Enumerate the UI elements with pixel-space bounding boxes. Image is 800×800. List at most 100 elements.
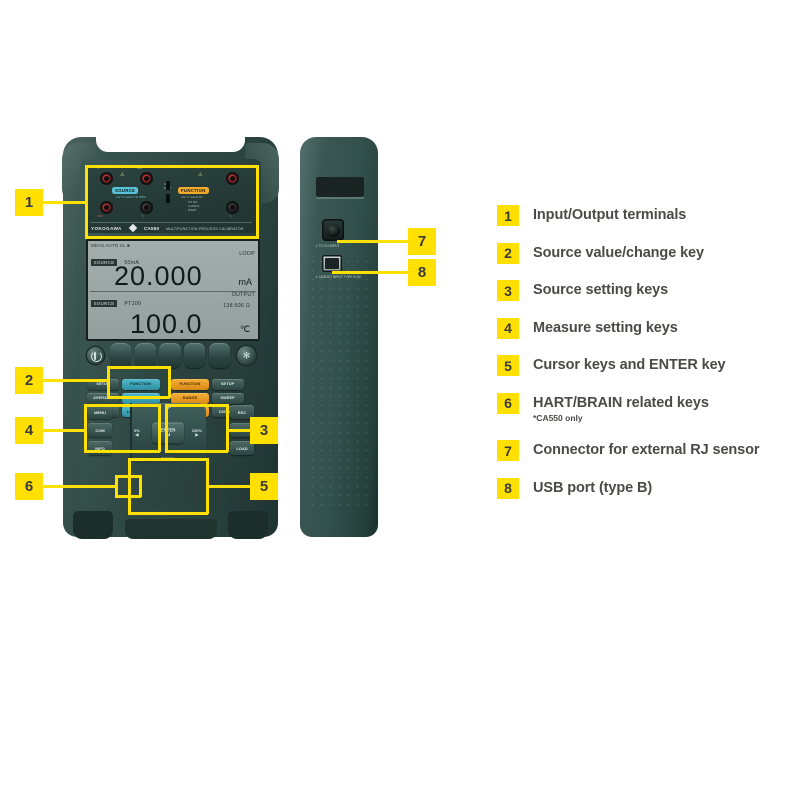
- legend-text-7: Connector for external RJ sensor: [533, 442, 760, 458]
- legend-text-3: Source setting keys: [533, 282, 669, 299]
- callout-4-box-left: [84, 404, 87, 452]
- legend-item-3: 3 Source setting keys: [497, 280, 797, 302]
- terminal-jack-source-low[interactable]: [100, 201, 113, 214]
- terminal-jack-measure-plus[interactable]: [226, 172, 239, 185]
- hart-brain-keys[interactable]: MENU COM INFO: [88, 405, 112, 455]
- input-output-terminal-panel[interactable]: SOURCE FUNCTION ⚠ ⚠ V mA 24V ⌊ 30VMAX TC…: [86, 165, 256, 233]
- terminal-jack-source-com[interactable]: [140, 201, 153, 214]
- lcd-top-right: LOOP: [239, 251, 255, 257]
- terminal-note-low: 24V: [97, 214, 103, 218]
- terminal-jack-measure-com[interactable]: [226, 201, 239, 214]
- legend-text-6: HART/BRAIN related keys *CA550 only: [533, 393, 709, 423]
- lcd-main-unit: mA: [238, 277, 253, 287]
- callout-5-box-bottom: [128, 512, 208, 515]
- cursor-key-up[interactable]: UP: [165, 404, 171, 410]
- legend-num-8: 8: [497, 477, 519, 499]
- callout-3-box-top: [165, 404, 228, 407]
- legend-text-6-main: HART/BRAIN related keys: [533, 394, 709, 411]
- lcd-display: MEAS AUTO CL ■ SOURCE 50mA LOOP 20.000 m…: [86, 239, 260, 341]
- model-name: CA550: [144, 226, 160, 231]
- terminal-jack-source-ma-plus[interactable]: [140, 172, 153, 185]
- callout-7: 7: [408, 228, 436, 255]
- callout-5-box-left: [128, 458, 131, 514]
- warning-triangle-icon-right: ⚠: [198, 172, 203, 178]
- cursor-pad[interactable]: UP DOWN 0%◀ 100%▶ ENTER ↵: [130, 403, 206, 463]
- usb-type-b-port[interactable]: [322, 255, 342, 272]
- callout-2-leader: [43, 379, 109, 382]
- key-info[interactable]: INFO: [88, 441, 112, 455]
- enter-key-label: ENTER: [160, 427, 176, 433]
- backlight-button[interactable]: ✻: [237, 346, 256, 365]
- lcd-source-row: SOURCE 50mA LOOP: [91, 251, 255, 266]
- callout-1-bracket: [85, 165, 88, 239]
- key-menu[interactable]: MENU: [88, 405, 112, 419]
- terminal-note-v: V: [97, 166, 100, 170]
- key-load[interactable]: LOAD: [230, 441, 254, 455]
- legend-item-2: 2 Source value/change key: [497, 242, 797, 264]
- key-sweep[interactable]: SWEEP: [211, 392, 244, 404]
- callout-4-leader: [43, 429, 86, 432]
- rj-sensor-connector[interactable]: [322, 219, 344, 241]
- legend-text-1: Input/Output terminals: [533, 207, 687, 223]
- legend-num-4: 4: [497, 317, 519, 339]
- terminal-note-measure-com: ⌊: [230, 214, 232, 218]
- navigation-zone: MENU COM INFO UP DOWN 0%◀ 100%▶ ENTER ↵ …: [86, 403, 256, 465]
- legend-item-4: 4 Measure setting keys: [497, 317, 797, 339]
- lcd-second-right: OUTPUT: [231, 292, 255, 298]
- key-source-function[interactable]: FUNCTION: [171, 379, 209, 390]
- legend-num-3: 3: [497, 280, 519, 302]
- cursor-key-left[interactable]: 0%◀: [134, 427, 140, 437]
- key-measure-function[interactable]: FUNCTION: [121, 379, 160, 390]
- key-measure-setup[interactable]: SETUP: [87, 379, 119, 390]
- soft-key-2[interactable]: [134, 343, 156, 368]
- soft-key-3[interactable]: [159, 343, 181, 368]
- soft-key-4[interactable]: [184, 343, 206, 368]
- callout-6-leader: [43, 485, 117, 488]
- callout-3: 3: [250, 417, 278, 444]
- callout-4-box-top: [84, 404, 160, 407]
- power-button[interactable]: [87, 347, 104, 364]
- legend-text-5: Cursor keys and ENTER key: [533, 357, 726, 374]
- key-esc[interactable]: ESC: [230, 405, 254, 419]
- side-strap-slot: [316, 177, 364, 197]
- foot-left: [73, 511, 113, 539]
- callout-6-box-left: [115, 475, 118, 497]
- legend-num-7: 7: [497, 440, 519, 461]
- enter-key[interactable]: ENTER ↵: [152, 422, 184, 444]
- brand-logo: YOKOGAWA: [91, 226, 122, 231]
- soft-key-1[interactable]: [110, 343, 132, 368]
- key-source-range[interactable]: RANGE: [171, 392, 209, 404]
- cursor-key-right[interactable]: 100%▶: [191, 427, 202, 437]
- callout-1: 1: [15, 189, 43, 216]
- foot-right: [228, 511, 268, 539]
- soft-key-row[interactable]: [110, 343, 230, 368]
- key-source-setup[interactable]: SETUP: [211, 379, 244, 390]
- soft-key-5[interactable]: [208, 343, 230, 368]
- terminal-brand-divider: [90, 222, 252, 231]
- lcd-second-range: PT100: [124, 301, 142, 307]
- lcd-main-value: 20.000: [114, 261, 203, 291]
- terminal-jack-source-v-plus[interactable]: [100, 172, 113, 185]
- key-com[interactable]: COM: [88, 423, 112, 437]
- lcd-background: [88, 241, 258, 339]
- lcd-divider: [90, 291, 256, 292]
- legend-text-6-note: *CA550 only: [533, 412, 583, 423]
- callout-1-leader: [43, 201, 85, 204]
- callout-3-box-bottom: [165, 450, 228, 453]
- legend-text-8: USB port (type B): [533, 479, 653, 496]
- usb-port-label: ⚠ USB DC INPUT TYPE B 5V: [315, 275, 361, 279]
- callout-2-box-left: [107, 366, 110, 398]
- model-description: MULTIFUNCTION PROCESS CALIBRATOR: [166, 226, 244, 231]
- side-body: [300, 137, 378, 537]
- terminal-note-ma: mA: [137, 166, 142, 170]
- lcd-ohm-value: 138.506 Ω: [223, 303, 250, 309]
- callout-4: 4: [15, 417, 43, 444]
- terminal-slot-pair: [166, 181, 170, 207]
- callout-1-box-top: [85, 165, 258, 168]
- key-measure-average[interactable]: AVERAGE: [87, 392, 119, 404]
- callout-5-leader: [208, 485, 252, 488]
- rj-connector-label: ⚠ TC RJ INPUT: [315, 244, 340, 248]
- lcd-source-range: 50mA: [124, 260, 140, 266]
- calibrator-front-view: SOURCE FUNCTION ⚠ ⚠ V mA 24V ⌊ 30VMAX TC…: [62, 137, 279, 539]
